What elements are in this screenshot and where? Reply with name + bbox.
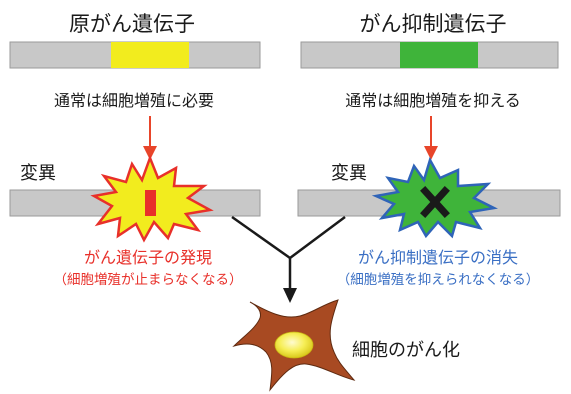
converging-arrow [231, 215, 346, 303]
mutation-mark [145, 190, 156, 216]
right-mutation-arrow [424, 116, 438, 160]
cancer-cell [232, 299, 356, 392]
proto-oncogene-normal-role: 通常は細胞増殖に必要 [54, 91, 214, 110]
left-mutation-arrow [143, 116, 157, 160]
tumor-suppressor-normal-role: 通常は細胞増殖を抑える [345, 91, 521, 110]
loss-burst [371, 156, 498, 239]
cell-carcinogenesis-label: 細胞のがん化 [352, 340, 460, 361]
cell-nucleus [274, 331, 314, 359]
right-mutation-label: 変異 [331, 163, 367, 184]
oncogene-expression-subtitle: （細胞増殖が止まらなくなる） [54, 271, 243, 288]
tumor-suppressor-segment [400, 42, 478, 68]
oncogene-expression-title: がん遺伝子の発現 [84, 248, 212, 267]
suppressor-loss-title: がん抑制遺伝子の消失 [358, 248, 518, 267]
proto-oncogene-bar [9, 41, 261, 69]
proto-oncogene-segment [111, 42, 189, 68]
tumor-suppressor-bar [300, 41, 559, 69]
cross-icon [420, 186, 450, 218]
activation-burst [90, 154, 214, 243]
tumor-suppressor-title: がん抑制遺伝子 [360, 12, 507, 36]
suppressor-loss-subtitle: （細胞増殖を抑えられなくなる） [337, 271, 540, 288]
left-mutation-label: 変異 [20, 163, 56, 184]
proto-oncogene-title: 原がん遺伝子 [69, 12, 195, 36]
